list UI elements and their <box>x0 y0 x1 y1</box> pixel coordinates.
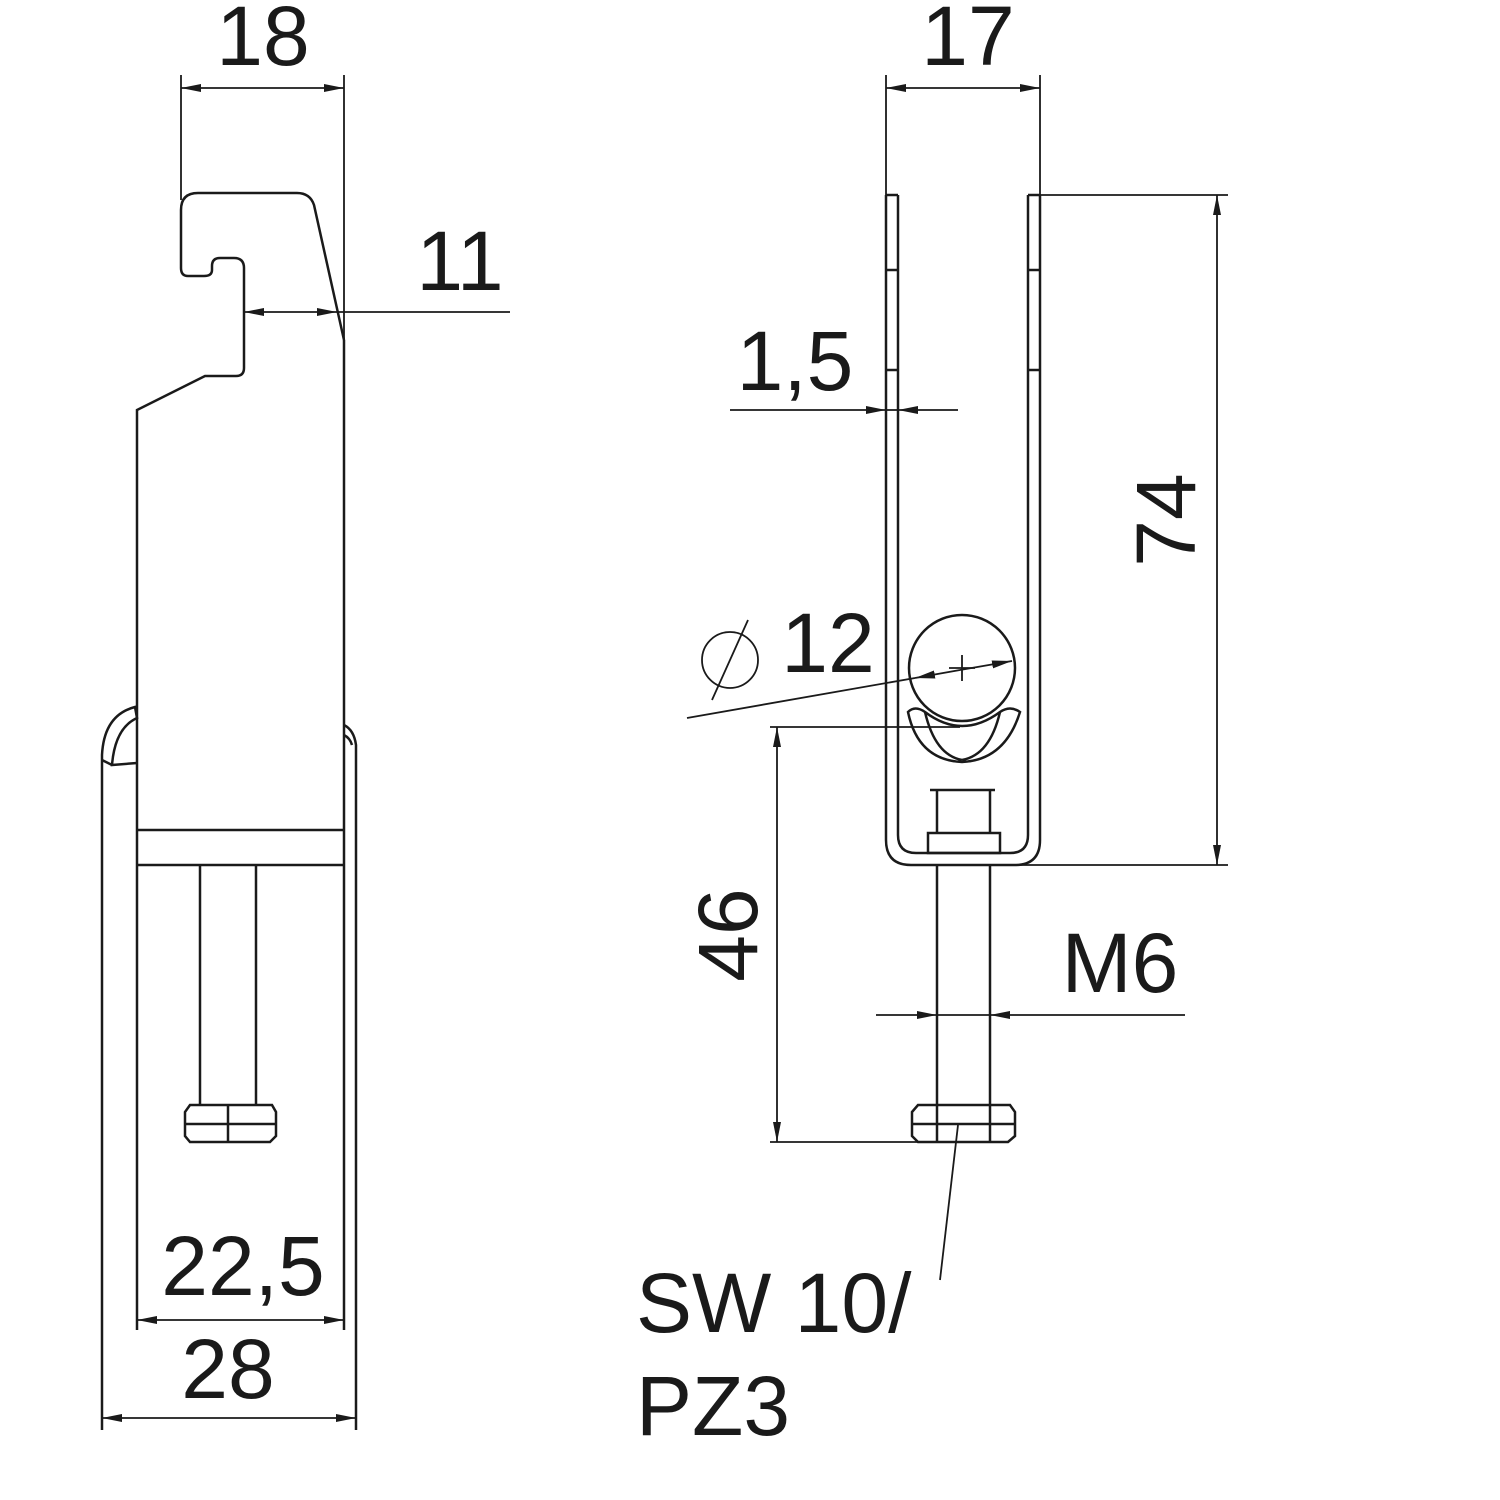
dim-label-18: 18 <box>216 0 309 83</box>
u-channel-inner <box>896 195 1030 855</box>
u-channel-outer <box>884 195 1042 867</box>
bolt-inner <box>926 788 1002 855</box>
dim-label-22-5: 22,5 <box>161 1219 325 1313</box>
dim-label-46: 46 <box>681 888 775 981</box>
side-view: 18 11 22,5 28 <box>100 0 510 1430</box>
dim-label-1-5: 1,5 <box>737 314 854 408</box>
dim-label-74: 74 <box>1119 473 1213 566</box>
dim-label-28: 28 <box>181 1322 274 1416</box>
bracket-left-outline <box>100 705 139 1430</box>
bolt-nut <box>183 1103 278 1144</box>
dim-label-m6: M6 <box>1062 916 1179 1010</box>
drive-note-line2: PZ3 <box>636 1359 790 1453</box>
dim-label-12: 12 <box>781 596 874 690</box>
drive-note-leader <box>939 1124 959 1281</box>
cable-ball <box>907 613 1017 723</box>
dim-label-17: 17 <box>921 0 1014 83</box>
bolt-nut <box>910 1103 1017 1144</box>
diameter-symbol <box>701 619 759 701</box>
ball-cup <box>906 707 1022 764</box>
bracket-right-outline <box>343 723 358 1430</box>
channel-wall-marks <box>886 193 1040 372</box>
front-view: 17 1,5 74 12 46 M6 SW 10/ PZ3 <box>636 0 1228 1453</box>
hook-body-outline <box>135 191 346 1330</box>
drive-note-line1: SW 10/ <box>636 1256 912 1350</box>
dim-label-11: 11 <box>416 214 503 308</box>
